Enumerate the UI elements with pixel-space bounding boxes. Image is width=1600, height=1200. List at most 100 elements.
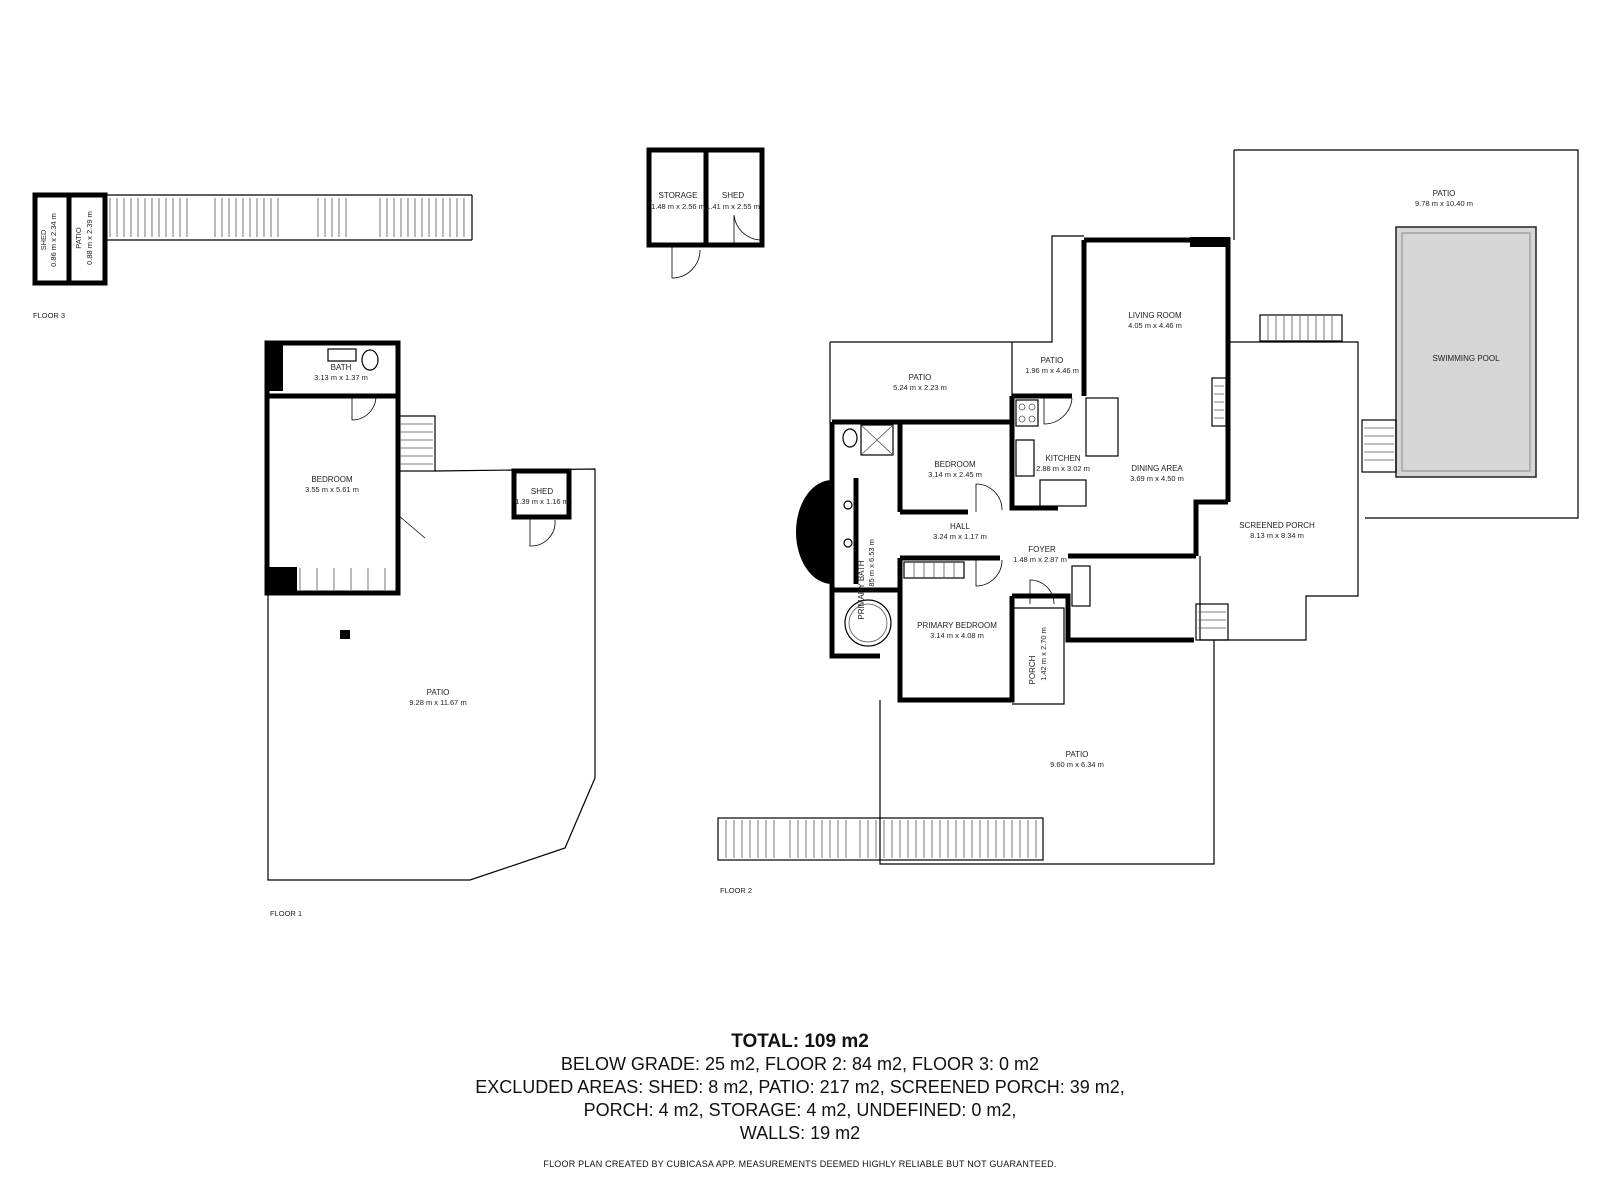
f3-patio-dim: 0.88 m x 2.39 m bbox=[85, 211, 94, 265]
living-room-walls bbox=[1084, 237, 1231, 502]
foyer-dim: 1.48 m x 2.87 m bbox=[1013, 555, 1067, 564]
bay-window bbox=[796, 480, 832, 584]
f2-south-stairs bbox=[717, 817, 1044, 861]
f1-patio-name: PATIO bbox=[427, 688, 450, 697]
walls-line: WALLS: 19 m2 bbox=[739, 1123, 861, 1143]
storage-shed-plan: STORAGE 1.48 m x 2.56 m SHED 1.41 m x 2.… bbox=[646, 147, 765, 279]
f2-patio-nw-outline bbox=[830, 235, 1084, 343]
pool-inner-edge bbox=[1401, 232, 1531, 472]
excluded-areas-line: EXCLUDED AREAS: SHED: 8 m2, PATIO: 217 m… bbox=[475, 1077, 1125, 1097]
bathtub-icon bbox=[848, 603, 888, 643]
toilet-icon bbox=[361, 349, 379, 371]
shower-icon bbox=[860, 424, 894, 456]
f1-shed-walls bbox=[511, 468, 572, 520]
floor-1-plan: BATH 3.13 m x 1.37 m BEDROOM 3.55 m x 5.… bbox=[264, 340, 596, 918]
living-room-name: LIVING ROOM bbox=[1128, 311, 1182, 320]
pool-stairs-east bbox=[1361, 419, 1397, 473]
excluded-areas-line: PORCH: 4 m2, STORAGE: 4 m2, UNDEFINED: 0… bbox=[583, 1100, 1017, 1120]
dining-name: DINING AREA bbox=[1131, 464, 1183, 473]
f2-bedroom-door bbox=[975, 483, 1003, 512]
f2-patio-mid-dim: 1.96 m x 4.46 m bbox=[1025, 366, 1079, 375]
stove-icon bbox=[1028, 415, 1036, 423]
f2-patio-s-outline bbox=[879, 640, 1215, 865]
f1-shed-name: SHED bbox=[531, 487, 553, 496]
sink-icon bbox=[327, 348, 357, 362]
pool-patio-dim: 9.78 m x 10.40 m bbox=[1415, 199, 1473, 208]
f2-bedroom-dim: 3.14 m x 2.45 m bbox=[928, 470, 982, 479]
foyer-stairs bbox=[1071, 565, 1091, 607]
f1-stairs bbox=[400, 423, 433, 465]
f1-bedroom-dim: 3.55 m x 5.61 m bbox=[305, 485, 359, 494]
living-room-dim: 4.05 m x 4.46 m bbox=[1128, 321, 1182, 330]
kitchen-door bbox=[1043, 396, 1073, 425]
f1-stair-landing bbox=[397, 415, 436, 472]
sink-icon bbox=[1015, 439, 1035, 477]
pool-patio-outline bbox=[1234, 149, 1579, 519]
shower-icon bbox=[860, 424, 894, 456]
f2-patio-s-dim: 9.60 m x 6.34 m bbox=[1050, 760, 1104, 769]
f1-bath-dim: 3.13 m x 1.37 m bbox=[314, 373, 368, 382]
f1-wall-block bbox=[265, 567, 297, 595]
foyer-door bbox=[1029, 579, 1055, 605]
f2-patio-nw-dim: 5.24 m x 2.23 m bbox=[893, 383, 947, 392]
foyer-name: FOYER bbox=[1028, 545, 1056, 554]
floor-1-label: FLOOR 1 bbox=[270, 909, 302, 918]
counter-icon bbox=[1039, 479, 1087, 507]
dining-walls bbox=[1193, 499, 1228, 556]
storage-door bbox=[671, 245, 701, 279]
primary-bedroom-door bbox=[975, 558, 1003, 587]
pool-stairs-east bbox=[1364, 427, 1394, 461]
f3-patio-walls bbox=[66, 192, 108, 286]
f1-shed-door bbox=[529, 517, 556, 547]
sink-icon bbox=[843, 500, 853, 510]
floor-2-plan: PATIO 9.78 m x 10.40 m SWIMMING POOL LIV… bbox=[717, 149, 1579, 895]
pool-stairs bbox=[1259, 314, 1343, 342]
storage-name: STORAGE bbox=[659, 191, 698, 200]
f2-patio-s-name: PATIO bbox=[1066, 750, 1089, 759]
area-breakdown-line: BELOW GRADE: 25 m2, FLOOR 2: 84 m2, FLOO… bbox=[560, 1054, 1040, 1074]
dining-dim: 3.69 m x 4.50 m bbox=[1130, 474, 1184, 483]
f1-patio-outline bbox=[267, 468, 596, 881]
f1-wall-block bbox=[265, 341, 283, 391]
f2-patio-nw-name: PATIO bbox=[909, 373, 932, 382]
fireplace-icon bbox=[1214, 385, 1224, 419]
foyer-walls bbox=[1012, 593, 1194, 643]
f1-patio-dim: 9.28 m x 11.67 m bbox=[409, 698, 466, 707]
hall-name: HALL bbox=[950, 522, 971, 531]
porch-name: PORCH bbox=[1028, 655, 1037, 684]
porch-stairs bbox=[1195, 603, 1229, 641]
stove-icon bbox=[1018, 403, 1026, 411]
total-area: TOTAL: 109 m2 bbox=[731, 1031, 869, 1052]
disclaimer: FLOOR PLAN CREATED BY CUBICASA APP. MEAS… bbox=[543, 1159, 1057, 1169]
floor-3-label: FLOOR 3 bbox=[33, 311, 65, 320]
f3-shed-name: SHED bbox=[39, 229, 48, 250]
f3-patio-name: PATIO bbox=[74, 227, 83, 249]
primary-bath-walls bbox=[829, 419, 900, 659]
primary-bath-name: PRIMARY BATH bbox=[857, 560, 866, 619]
screened-porch-dim: 8.13 m x 8.34 m bbox=[1250, 531, 1304, 540]
hall-dim: 3.24 m x 1.17 m bbox=[933, 532, 987, 541]
f1-bath-door bbox=[351, 395, 377, 421]
kitchen-dim: 2.88 m x 3.02 m bbox=[1036, 464, 1090, 473]
f1-shed-dim: 1.39 m x 1.16 m bbox=[515, 497, 569, 506]
f2-patio-mid-name: PATIO bbox=[1041, 356, 1064, 365]
post-icon bbox=[340, 630, 350, 639]
porch-outline bbox=[1012, 607, 1065, 705]
stove-icon bbox=[1028, 403, 1036, 411]
bathtub-icon bbox=[844, 599, 892, 647]
primary-bath-dim: 1.85 m x 6.53 m bbox=[867, 539, 876, 593]
pool-stairs bbox=[1267, 316, 1333, 340]
top-shed-name: SHED bbox=[722, 191, 744, 200]
sink-icon bbox=[843, 538, 853, 548]
primary-bedroom-walls bbox=[897, 555, 1015, 703]
floor-2-label: FLOOR 2 bbox=[720, 886, 752, 895]
porch-stairs bbox=[1198, 611, 1226, 629]
kitchen-name: KITCHEN bbox=[1045, 454, 1080, 463]
top-shed-dim: 1.41 m x 2.55 m bbox=[706, 202, 760, 211]
f1-bath-name: BATH bbox=[331, 363, 352, 372]
kitchen-island bbox=[1085, 397, 1119, 457]
storage-dim: 1.48 m x 2.56 m bbox=[651, 202, 705, 211]
primary-bedroom-dim: 3.14 m x 4.08 m bbox=[930, 631, 984, 640]
toilet-icon bbox=[842, 428, 858, 448]
